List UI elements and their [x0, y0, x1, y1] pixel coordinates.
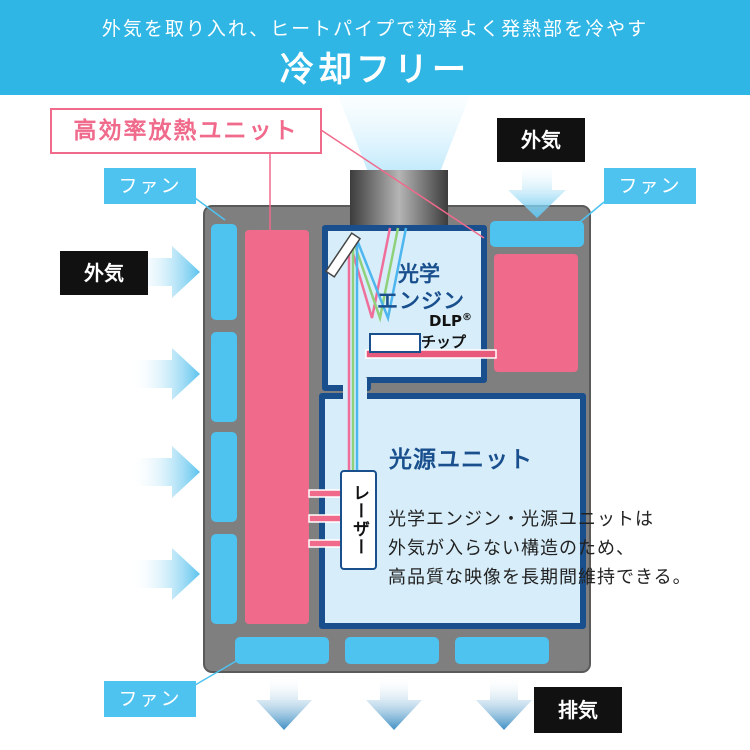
light-source-box [319, 393, 586, 629]
header-title: 冷却フリー [280, 50, 470, 90]
exhaust-arrow-1 [256, 676, 312, 730]
fan-label-top-right: ファン [604, 168, 696, 204]
heat-sink-block [494, 254, 578, 372]
lens-barrel [350, 170, 448, 230]
fan-label-bottom: ファン [104, 681, 196, 717]
fan-left-4 [211, 534, 237, 624]
heat-pipe-top [365, 349, 497, 359]
dlp-label: DLP® [429, 312, 472, 330]
heat-unit-label: 高効率放熱ユニット [50, 108, 322, 154]
heat-pipe-laser-2 [308, 514, 344, 523]
inflow-arrow-4 [130, 548, 200, 600]
fan-left-2 [211, 332, 237, 422]
dlp-text: DLP [429, 312, 463, 330]
inflow-arrow-top [508, 162, 566, 218]
laser-label: レーザー [340, 470, 377, 570]
header-banner: 外気を取り入れ、ヒートパイプで効率よく発熱部を冷やす 冷却フリー [0, 0, 750, 95]
heat-pipe-laser-1 [308, 489, 344, 498]
chip-label: チップ [421, 333, 467, 351]
dlp-registered-mark: ® [462, 312, 473, 323]
fan-bottom-1 [235, 637, 329, 664]
dlp-chip [369, 333, 421, 353]
optical-engine-label-line2: エンジン [377, 289, 465, 313]
exhaust-arrow-2 [366, 676, 422, 730]
light-source-label: 光源ユニット [389, 447, 533, 473]
mirror [324, 232, 362, 278]
projection-beam [338, 95, 470, 172]
optical-engine-label-line1: 光学 [398, 262, 440, 286]
description-text: 光学エンジン・光源ユニットは 外気が入らない構造のため、 高品質な映像を長期間維… [388, 505, 692, 592]
outside-air-label-left: 外気 [60, 251, 148, 295]
heat-sink-bar [245, 230, 309, 624]
fan-left-1 [211, 224, 237, 320]
description-line-3: 高品質な映像を長期間維持できる。 [388, 567, 692, 588]
header-subtitle: 外気を取り入れ、ヒートパイプで効率よく発熱部を冷やす [101, 18, 649, 40]
inflow-arrow-2 [130, 348, 200, 400]
exhaust-arrow-3 [476, 676, 532, 730]
fan-left-3 [211, 432, 237, 522]
fan-label-top-left: ファン [104, 168, 196, 204]
inflow-arrow-3 [130, 446, 200, 498]
heat-pipe-laser-3 [308, 539, 344, 548]
light-rays [347, 227, 408, 478]
description-line-2: 外気が入らない構造のため、 [388, 538, 635, 559]
outside-air-label-top: 外気 [497, 118, 585, 162]
optical-engine-box [322, 225, 487, 391]
exhaust-label: 排気 [534, 687, 622, 733]
fan-bottom-3 [455, 637, 549, 664]
description-line-1: 光学エンジン・光源ユニットは [388, 509, 654, 530]
fan-bottom-2 [345, 637, 439, 664]
fan-top-right [490, 221, 584, 247]
